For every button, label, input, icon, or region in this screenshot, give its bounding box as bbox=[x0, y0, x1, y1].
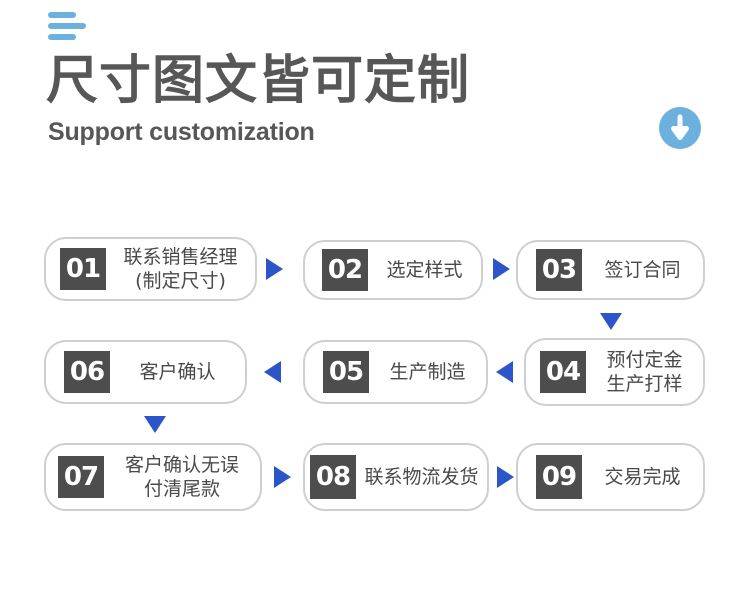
flow-step-08[interactable]: 08 联系物流发货 bbox=[303, 443, 489, 511]
flow-step-05-number: 05 bbox=[323, 351, 369, 393]
flow-step-04-label: 预付定金 生产打样 bbox=[606, 348, 683, 395]
flow-step-05-label: 生产制造 bbox=[389, 360, 466, 383]
flow-step-01-label: 联系销售经理 (制定尺寸) bbox=[123, 245, 238, 292]
flow-step-07-number: 07 bbox=[58, 456, 104, 498]
arrow-07-to-08 bbox=[274, 466, 291, 488]
flow-step-08-number: 08 bbox=[310, 455, 356, 499]
flow-step-09-label: 交易完成 bbox=[604, 465, 681, 488]
process-flow-chart: 01 联系销售经理 (制定尺寸) 02 选定样式 03 签订合同 06 客户确认… bbox=[0, 200, 750, 540]
flow-step-07-label: 客户确认无误 付清尾款 bbox=[124, 453, 239, 500]
flow-step-09[interactable]: 09 交易完成 bbox=[516, 443, 705, 511]
flow-step-06[interactable]: 06 客户确认 bbox=[44, 340, 247, 404]
flow-step-09-number: 09 bbox=[536, 455, 582, 499]
flow-step-06-label: 客户确认 bbox=[139, 360, 216, 383]
flow-step-02[interactable]: 02 选定样式 bbox=[303, 240, 483, 300]
arrow-04-to-05 bbox=[496, 361, 513, 383]
flow-step-08-label: 联系物流发货 bbox=[364, 465, 479, 488]
page-title: 尺寸图文皆可定制 bbox=[46, 52, 471, 110]
flow-step-03[interactable]: 03 签订合同 bbox=[516, 240, 705, 300]
page-subtitle: Support customization bbox=[48, 118, 315, 146]
menu-bar-bottom bbox=[48, 34, 76, 40]
arrow-02-to-03 bbox=[493, 258, 510, 280]
arrow-05-to-06 bbox=[264, 361, 281, 383]
flow-step-07[interactable]: 07 客户确认无误 付清尾款 bbox=[44, 443, 262, 511]
flow-step-04[interactable]: 04 预付定金 生产打样 bbox=[524, 338, 705, 406]
flow-step-03-label: 签订合同 bbox=[604, 258, 681, 281]
menu-bar-top bbox=[48, 12, 76, 18]
flow-step-02-label: 选定样式 bbox=[386, 258, 463, 281]
flow-step-06-number: 06 bbox=[64, 351, 110, 393]
hamburger-menu-icon[interactable] bbox=[48, 12, 88, 46]
menu-bar-middle bbox=[48, 23, 86, 29]
page-header: 尺寸图文皆可定制 Support customization bbox=[0, 0, 750, 200]
arrow-03-to-04 bbox=[600, 313, 622, 330]
arrow-06-to-07 bbox=[144, 416, 166, 433]
flow-step-04-number: 04 bbox=[540, 351, 586, 393]
flow-step-01[interactable]: 01 联系销售经理 (制定尺寸) bbox=[44, 237, 257, 301]
arrow-08-to-09 bbox=[497, 466, 514, 488]
flow-step-03-number: 03 bbox=[536, 249, 582, 291]
arrow-01-to-02 bbox=[266, 258, 283, 280]
flow-step-02-number: 02 bbox=[322, 249, 368, 291]
circle-arrow-down-icon[interactable] bbox=[659, 107, 701, 149]
flow-step-05[interactable]: 05 生产制造 bbox=[303, 340, 488, 404]
flow-step-01-number: 01 bbox=[60, 248, 106, 290]
